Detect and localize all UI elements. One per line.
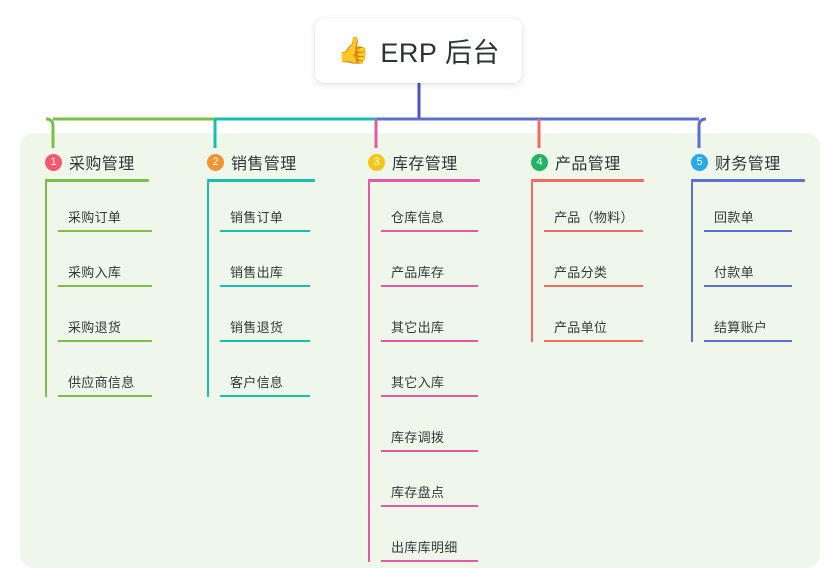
branch-leaf-label: 采购入库 <box>68 265 122 280</box>
branch-leaf[interactable]: 其它出库 <box>381 292 478 342</box>
branch-leaf-underline <box>381 505 478 507</box>
branch-leaf[interactable]: 销售订单 <box>220 182 310 232</box>
branch-title: 采购管理 <box>69 156 135 173</box>
branch-leaf[interactable]: 仓库信息 <box>381 182 478 232</box>
branch-header-underline <box>368 179 480 182</box>
branch-leaf[interactable]: 客户信息 <box>220 347 310 397</box>
branch-leaf[interactable]: 产品库存 <box>381 237 478 287</box>
branch-leaf-underline <box>220 230 310 232</box>
branch-leaf-label: 采购订单 <box>68 210 122 225</box>
branch-leaf-underline <box>58 230 152 232</box>
branch-leaf-underline <box>58 340 152 342</box>
branch-leaf-underline <box>220 340 310 342</box>
branch-spine <box>207 182 209 397</box>
branch-header-1[interactable]: 1 采购管理 <box>45 150 135 174</box>
branch-number-badge: 4 <box>531 153 548 171</box>
branch-spine <box>691 182 693 342</box>
branch-leaf[interactable]: 库存调拨 <box>381 402 478 452</box>
branch-header-underline <box>691 179 805 182</box>
thumbs-up-icon: 👍 <box>337 34 370 65</box>
branch-leaf-label: 销售订单 <box>230 210 284 225</box>
branch-leaf-label: 回款单 <box>714 210 754 225</box>
branch-leaf-label: 产品单位 <box>554 320 608 335</box>
branch-number-badge: 1 <box>45 153 62 171</box>
branch-leaf-underline <box>544 285 643 287</box>
branch-leaf-underline <box>381 395 478 397</box>
branch-leaf-underline <box>544 230 643 232</box>
branch-spine <box>368 182 370 562</box>
branch-leaf-label: 库存调拨 <box>391 430 445 445</box>
branch-leaf-underline <box>58 285 152 287</box>
branch-number-badge: 2 <box>207 153 224 171</box>
branch-leaf-label: 供应商信息 <box>68 375 135 390</box>
branch-number-badge: 5 <box>691 153 708 171</box>
branch-leaf-underline <box>704 230 792 232</box>
branches-panel <box>20 133 820 568</box>
branch-leaf[interactable]: 产品单位 <box>544 292 643 342</box>
branch-leaf-underline <box>58 395 152 397</box>
branch-leaf[interactable]: 供应商信息 <box>58 347 152 397</box>
branch-leaf-label: 产品库存 <box>391 265 445 280</box>
branch-leaf[interactable]: 采购订单 <box>58 182 152 232</box>
branch-leaf[interactable]: 结算账户 <box>704 292 792 342</box>
branch-title: 产品管理 <box>555 156 621 173</box>
branch-leaf[interactable]: 采购退货 <box>58 292 152 342</box>
branch-leaf[interactable]: 产品（物料） <box>544 182 643 232</box>
branch-leaf-label: 其它出库 <box>391 320 445 335</box>
branch-leaf[interactable]: 出库库明细 <box>381 512 478 562</box>
branch-leaf-underline <box>381 285 478 287</box>
root-node-content: 👍 ERP 后台 <box>337 31 500 70</box>
branch-leaf-underline <box>544 340 643 342</box>
branch-title: 销售管理 <box>231 156 297 173</box>
branch-spine <box>45 182 47 397</box>
branch-leaf[interactable]: 销售出库 <box>220 237 310 287</box>
branch-leaf-underline <box>704 340 792 342</box>
branch-leaf-underline <box>381 560 478 562</box>
branch-leaf-label: 采购退货 <box>68 320 122 335</box>
branch-number-badge: 3 <box>368 153 385 171</box>
branch-leaf[interactable]: 销售退货 <box>220 292 310 342</box>
branch-leaf-underline <box>220 395 310 397</box>
branch-leaf-underline <box>381 340 478 342</box>
branch-leaf-underline <box>381 230 478 232</box>
branch-leaf[interactable]: 回款单 <box>704 182 792 232</box>
root-node-title: ERP 后台 <box>380 38 500 68</box>
branch-title: 财务管理 <box>715 156 781 173</box>
branch-leaf-label: 其它入库 <box>391 375 445 390</box>
branch-header-3[interactable]: 3 库存管理 <box>368 150 458 174</box>
branch-leaf-underline <box>704 285 792 287</box>
branch-leaf-label: 销售出库 <box>230 265 284 280</box>
branch-leaf-label: 产品分类 <box>554 265 608 280</box>
branch-header-4[interactable]: 4 产品管理 <box>531 150 621 174</box>
branch-leaf-label: 库存盘点 <box>391 485 445 500</box>
branch-leaf-label: 付款单 <box>714 265 754 280</box>
branch-header-underline <box>531 179 644 182</box>
branch-leaf[interactable]: 采购入库 <box>58 237 152 287</box>
branch-leaf-underline <box>381 450 478 452</box>
branch-leaf-label: 产品（物料） <box>554 210 634 225</box>
branch-leaf[interactable]: 其它入库 <box>381 347 478 397</box>
branch-leaf-label: 客户信息 <box>230 375 284 390</box>
branch-title: 库存管理 <box>392 156 458 173</box>
branch-header-underline <box>45 179 149 182</box>
branch-header-5[interactable]: 5 财务管理 <box>691 150 781 174</box>
branch-header-underline <box>207 179 315 182</box>
root-node-card[interactable]: 👍 ERP 后台 <box>315 18 522 83</box>
branch-leaf-underline <box>220 285 310 287</box>
branch-header-2[interactable]: 2 销售管理 <box>207 150 297 174</box>
branch-leaf[interactable]: 产品分类 <box>544 237 643 287</box>
branch-leaf-label: 仓库信息 <box>391 210 445 225</box>
branch-leaf-label: 销售退货 <box>230 320 284 335</box>
branch-spine <box>531 182 533 342</box>
branch-leaf[interactable]: 库存盘点 <box>381 457 478 507</box>
branch-leaf[interactable]: 付款单 <box>704 237 792 287</box>
branch-leaf-label: 出库库明细 <box>391 540 458 555</box>
branch-leaf-label: 结算账户 <box>714 320 768 335</box>
